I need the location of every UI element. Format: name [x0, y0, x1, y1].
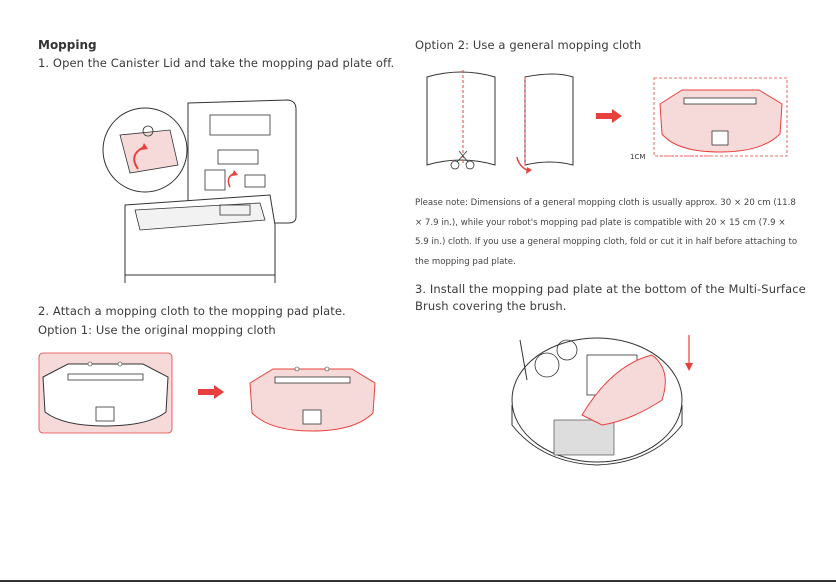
step-1-text: 1. Open the Canister Lid and take the mo…	[38, 56, 395, 70]
mopping-plate-original	[38, 352, 173, 434]
arrow-right-icon	[596, 109, 622, 123]
fold-margin-label: 1CM	[630, 153, 645, 161]
arrow-right-icon	[198, 385, 224, 399]
section-heading: Mopping	[38, 38, 97, 52]
option-1-text: Option 1: Use the original mopping cloth	[38, 323, 276, 337]
general-cloth-illustration	[426, 70, 574, 174]
step-3-text: 3. Install the mopping pad plate at the …	[415, 282, 806, 313]
bottom-rule	[0, 580, 836, 582]
mopping-plate-with-pad	[249, 366, 376, 432]
robot-underside-illustration	[511, 335, 693, 466]
mopping-plate-general-cloth: 1CM	[630, 77, 788, 161]
note-paragraph: Please note: Dimensions of a general mop…	[415, 198, 798, 267]
option-2-text: Option 2: Use a general mopping cloth	[415, 38, 642, 52]
canister-illustration	[102, 99, 297, 283]
step-2-text: 2. Attach a mopping cloth to the mopping…	[38, 304, 346, 318]
